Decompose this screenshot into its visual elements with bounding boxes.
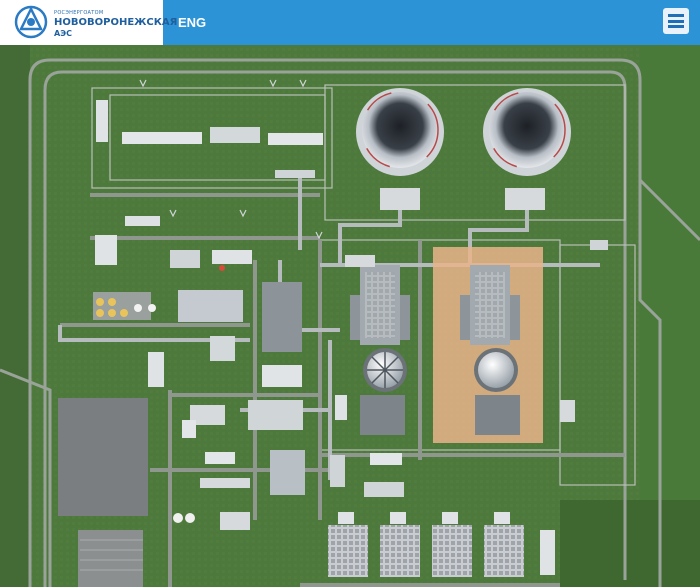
- power-unit-1[interactable]: [350, 265, 410, 435]
- hamburger-menu-button[interactable]: [663, 8, 689, 34]
- plant-map[interactable]: [0, 45, 700, 587]
- language-switch-link[interactable]: ENG: [178, 15, 207, 30]
- logo-abbreviation: АЭС: [54, 29, 72, 38]
- outer-field-right: [640, 45, 700, 587]
- logo-title: НОВОВОРОНЕЖСКАЯ: [54, 17, 178, 28]
- power-unit-2[interactable]: [460, 265, 520, 435]
- cooling-tower-1[interactable]: [356, 88, 444, 210]
- hamburger-menu-icon: [668, 14, 684, 17]
- cooling-tower-2[interactable]: [483, 88, 571, 210]
- logo-subtitle: РОСЭНЕРГОАТОМ: [54, 10, 104, 16]
- fuel-tanks: [96, 265, 225, 523]
- outer-field-bottom: [560, 500, 700, 587]
- parking-lot: [58, 398, 148, 587]
- rosatom-logo-icon: [14, 5, 48, 39]
- perimeter-roads: [0, 58, 700, 587]
- auxiliary-buildings: [93, 100, 608, 575]
- outer-field-left: [0, 45, 30, 587]
- logo-link[interactable]: РОСЭНЕРГОАТОМ НОВОВОРОНЕЖСКАЯ АЭС: [0, 0, 177, 45]
- switchyard-bays: [328, 512, 524, 577]
- top-bar: РОСЭНЕРГОАТОМ НОВОВОРОНЕЖСКАЯ АЭС ENG: [0, 0, 700, 45]
- transmission-towers: [139, 79, 323, 240]
